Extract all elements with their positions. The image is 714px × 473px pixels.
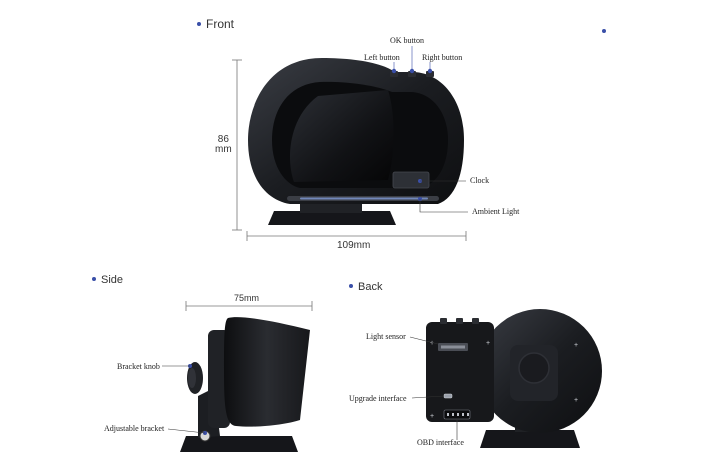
svg-text:+: + — [486, 340, 490, 347]
height-unit: mm — [215, 144, 232, 155]
back-rect-box — [426, 322, 494, 422]
left-button-shape[interactable] — [390, 71, 398, 77]
back-section-label: Back — [349, 281, 382, 293]
ok-button-shape[interactable] — [408, 71, 416, 77]
right-button-label: Right button — [422, 53, 463, 62]
bracket-leader-line — [167, 428, 206, 434]
front-section-label: Front — [197, 17, 234, 31]
back-mount-cup — [518, 352, 550, 384]
light-sensor-label: Light sensor — [366, 332, 406, 341]
svg-text:+: + — [574, 342, 578, 349]
front-screen — [289, 90, 394, 182]
height-value: 86 — [217, 134, 229, 145]
svg-text:+: + — [430, 413, 434, 420]
side-section-label: Side — [92, 274, 123, 286]
back-view: + + + + + — [409, 309, 602, 448]
front-stand-base — [268, 211, 396, 225]
side-heading: Side — [101, 274, 124, 286]
svg-text:+: + — [430, 340, 434, 347]
right-button-shape[interactable] — [426, 71, 434, 77]
left-button-label: Left button — [364, 53, 400, 62]
back-stand-base — [480, 430, 580, 448]
bracket-knob-label: Bracket knob — [117, 362, 160, 371]
side-stand-base — [180, 436, 298, 452]
side-bullet-dot — [92, 277, 96, 282]
light-sensor-leader — [409, 336, 439, 345]
upgrade-interface-label: Upgrade interface — [349, 394, 407, 403]
depth-dimension-label: 75mm — [234, 293, 260, 303]
svg-text:+: + — [574, 397, 578, 404]
obd-interface-label: OBD interface — [417, 438, 464, 447]
side-view — [162, 301, 313, 452]
clock-window — [392, 171, 430, 189]
clock-label: Clock — [470, 176, 490, 185]
back-bullet-dot — [349, 284, 353, 289]
upgrade-port — [443, 393, 453, 399]
side-device-body — [224, 317, 310, 427]
front-heading: Front — [206, 17, 235, 31]
ok-button-label: OK button — [390, 36, 424, 45]
ambient-light-label: Ambient Light — [472, 207, 520, 216]
front-view — [232, 46, 468, 241]
stray-dot — [602, 29, 606, 33]
width-dimension-label: 109mm — [337, 240, 371, 251]
upgrade-leader — [411, 395, 445, 399]
adjustable-bracket-label: Adjustable bracket — [104, 424, 165, 433]
back-heading: Back — [358, 281, 383, 293]
ambient-leader-line — [419, 199, 468, 213]
front-bullet-dot — [197, 21, 201, 26]
